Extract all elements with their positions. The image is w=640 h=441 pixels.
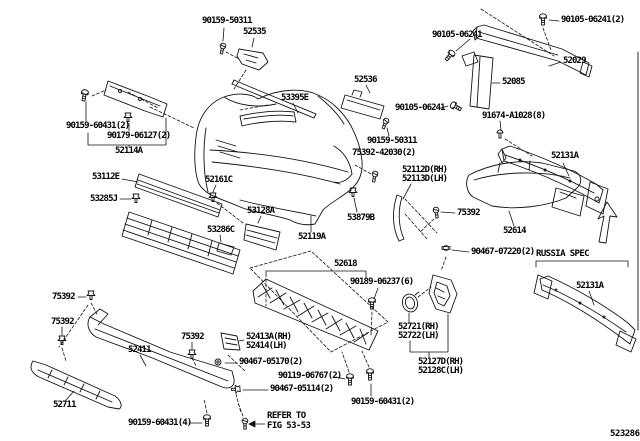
support-bracket-52085-drawing: [461, 51, 494, 110]
side-seal-52112D-drawing: [393, 194, 405, 242]
part-number-label: 52414(LH): [246, 341, 288, 351]
part-number-label: 90159-50311: [367, 136, 418, 146]
part-number-label: 90179-06127(2): [107, 131, 171, 141]
part-number-label: 75392: [52, 292, 75, 302]
part-number-label: 75392: [51, 317, 74, 327]
part-number-label: 53879B: [347, 213, 375, 223]
bumper-cover-drawing: [194, 89, 363, 226]
part-number-label: 91674-A1028(8): [482, 111, 546, 121]
part-number-label: 90159-60431(2): [351, 397, 415, 407]
part-number-label: 52536: [354, 75, 377, 85]
bracket-52535-drawing: [236, 48, 269, 71]
part-number-label: 52127D(RH): [418, 357, 464, 367]
spoiler-52411-drawing: [87, 308, 235, 389]
part-number-label: 90105-06241: [395, 103, 446, 113]
part-number-label: 52161C: [205, 175, 233, 185]
part-number-label: 75392-42030(2): [352, 148, 416, 158]
note-label: FIG 53-53: [267, 421, 311, 431]
part-number-label: 90105-06241: [432, 30, 483, 40]
part-number-label: 52131A: [551, 151, 579, 161]
part-number-label: 52113D(LH): [402, 174, 448, 184]
figure-code-label: 523286: [610, 429, 640, 439]
part-number-label: 52411: [128, 345, 151, 355]
part-number-label: 52029: [563, 56, 586, 66]
leader-lines: [61, 19, 629, 428]
part-number-label: 52114A: [115, 146, 143, 156]
part-number-label: 52721(RH): [398, 322, 440, 332]
part-number-label: 90119-06767(2): [278, 371, 342, 381]
assembly-dashed-lines: [58, 8, 555, 417]
part-number-label: 52112D(RH): [402, 165, 448, 175]
part-number-label: 90159-50311: [202, 16, 253, 26]
part-number-label: 53286C: [207, 225, 235, 235]
part-number-label: 53395E: [281, 93, 309, 103]
part-number-label: 53112E: [92, 172, 120, 182]
part-number-label: 52618: [334, 259, 357, 269]
upper-grille-53112E-drawing: [134, 173, 223, 218]
part-number-label: 90467-05170(2): [239, 357, 303, 367]
energy-absorber-52614-drawing: [466, 160, 585, 217]
part-number-label: 52119A: [298, 232, 326, 242]
part-number-label: 52722(LH): [398, 331, 440, 341]
part-number-label: 75392: [457, 208, 480, 218]
radiator-support-52029-drawing: [472, 24, 593, 78]
part-number-label: 52711: [53, 400, 76, 410]
bracket-52127D-drawing: [428, 274, 458, 314]
part-number-label: 52085: [502, 77, 525, 87]
part-number-label: 90189-06237(6): [350, 277, 414, 287]
part-number-label: 52128C(LH): [418, 366, 464, 376]
part-number-label: 52131A: [576, 281, 604, 291]
reinforcement-52131A-drawing: [497, 145, 609, 215]
garnish-53286C-drawing: [216, 242, 235, 256]
russia-reinforcement-52131A-drawing: [533, 274, 637, 353]
part-number-label: 52413A(RH): [246, 332, 292, 342]
note-label: RUSSIA SPEC: [536, 249, 590, 259]
direction-arrow: [597, 201, 618, 244]
part-number-label: 53285J: [90, 194, 118, 204]
part-number-label: 75392: [181, 332, 204, 342]
garnish-52711-drawing: [30, 360, 122, 410]
part-number-label: 52535: [243, 27, 266, 37]
part-number-label: 52614: [503, 226, 526, 236]
note-label: REFER TO: [267, 411, 306, 421]
fog-cover-53128A-drawing: [243, 223, 281, 251]
part-number-label: 53128A: [247, 206, 275, 216]
lower-grille-53113E-drawing: [121, 211, 241, 275]
part-number-label: 90105-06241(2): [561, 15, 625, 25]
part-number-label: 90467-05114(2): [270, 384, 334, 394]
bracket-52413A-drawing: [220, 332, 241, 351]
part-number-label: 90159-60431(2): [66, 121, 130, 131]
part-number-label: 90159-60431(4): [128, 418, 192, 428]
retainer-52721-drawing: [401, 291, 420, 313]
moulding-53395E-drawing: [231, 79, 317, 119]
bracket-52536-drawing: [340, 89, 385, 120]
part-number-label: 90467-07220(2): [471, 247, 535, 257]
